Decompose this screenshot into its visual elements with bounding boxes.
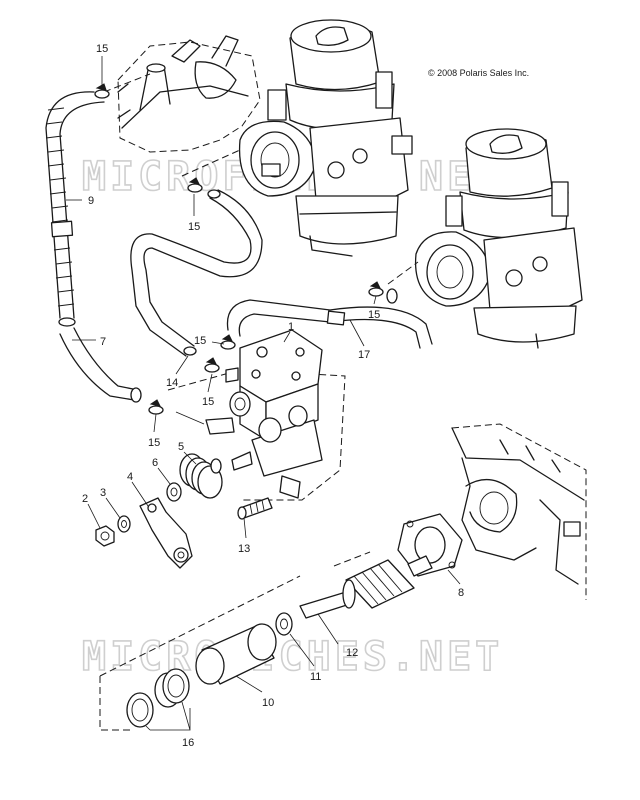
fuel-pump-1 (167, 329, 346, 501)
callout-17: 17 (358, 349, 370, 361)
clamp-15-carb2 (368, 281, 384, 297)
callout-15-pump-mid: 15 (202, 396, 214, 408)
callout-15-pump-low: 15 (148, 437, 160, 449)
engine-crankcase-right (451, 423, 587, 600)
callout-1: 1 (288, 321, 294, 333)
callout-16: 16 (182, 737, 194, 749)
callout-11: 11 (310, 671, 321, 683)
callout-7: 7 (100, 336, 106, 348)
clamp-15-pump-mid (204, 357, 220, 373)
callout-2: 2 (82, 493, 88, 505)
nut-2 (95, 525, 115, 547)
sleeve-10 (195, 623, 277, 685)
callout-14: 14 (166, 377, 178, 389)
callout-12: 12 (346, 647, 358, 659)
leader-lines (66, 56, 461, 731)
hose-14 (130, 189, 263, 357)
hose-17 (226, 288, 433, 349)
washer-11 (275, 612, 293, 636)
engine-crankcase-top (117, 35, 261, 153)
watermark-bottom: MICROFICHES.NET (82, 634, 503, 680)
o-rings-16 (126, 668, 190, 728)
guide-line-b (387, 261, 419, 285)
callout-9: 9 (88, 195, 94, 207)
callout-13: 13 (238, 543, 250, 555)
carburetor-upper (238, 19, 413, 257)
callout-3: 3 (100, 487, 106, 499)
guide-line-lower (99, 551, 371, 731)
clamp-15-top (94, 83, 110, 99)
callout-6: 6 (152, 457, 158, 469)
callout-5: 5 (178, 441, 184, 453)
callout-4: 4 (127, 471, 133, 483)
callout-15-top: 15 (96, 43, 108, 55)
carburetor-lower (414, 128, 583, 349)
washer-3 (117, 515, 131, 533)
callout-15-carb2: 15 (368, 309, 380, 321)
callout-15-pump-top: 15 (194, 335, 206, 347)
guide-line-c (103, 73, 151, 93)
copyright-text: © 2008 Polaris Sales Inc. (428, 68, 529, 78)
callout-8: 8 (458, 587, 464, 599)
hose-7 (59, 327, 142, 403)
gasket-8 (397, 513, 463, 577)
callout-10: 10 (262, 697, 274, 709)
lever-arm-4 (139, 497, 193, 569)
clamp-15-pump-low (148, 399, 164, 415)
clamp-15-pump-top (220, 334, 236, 350)
hose-9-spiral (45, 91, 105, 327)
bolt-13 (237, 497, 273, 520)
drive-shaft-gear-12 (299, 555, 433, 619)
spring-5 (179, 453, 223, 499)
washer-6 (166, 482, 182, 502)
clamp-15-carb1 (187, 177, 203, 193)
callout-15-carb1: 15 (188, 221, 200, 233)
